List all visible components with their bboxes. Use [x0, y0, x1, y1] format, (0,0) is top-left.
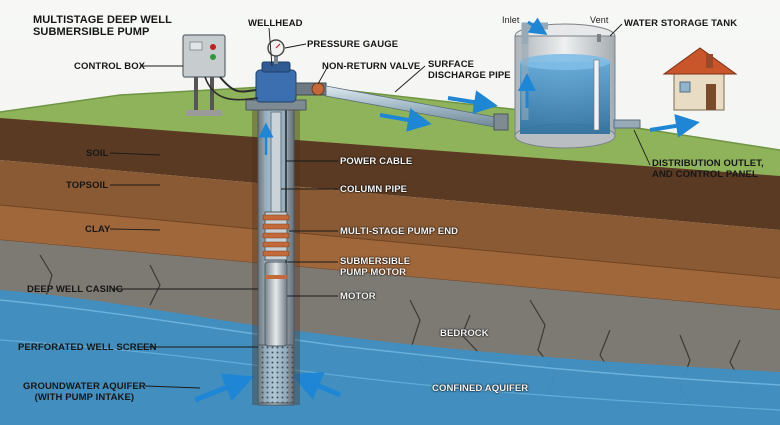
label-power-cable: POWER CABLE	[340, 156, 413, 167]
aquifer-flow-arrows	[194, 372, 341, 403]
column-pipe	[270, 111, 282, 213]
aquifer-water	[0, 290, 780, 425]
topsoil-layer	[0, 160, 780, 278]
label-pressure-gauge: PRESSURE GAUGE	[307, 39, 399, 50]
label-bedrock: BEDROCK	[440, 328, 489, 339]
control-box	[182, 34, 226, 78]
label-confined-aquifer: CONFINED AQUIFER	[432, 383, 529, 394]
label-groundwater-aquifer: GROUNDWATER AQUIFER (WITH PUMP INTAKE)	[23, 381, 146, 403]
label-inlet: Inlet	[502, 15, 520, 25]
diagram-title: MULTISTAGE DEEP WELL SUBMERSIBLE PUMP	[33, 14, 172, 38]
title-line-1: MULTISTAGE DEEP WELL	[33, 14, 172, 26]
submersible-pump-motor	[264, 261, 288, 347]
label-surface-discharge-pipe: SURFACE DISCHARGE PIPE	[428, 59, 511, 81]
label-non-return-valve: NON-RETURN VALVE	[322, 61, 421, 72]
label-vent: Vent	[590, 15, 609, 25]
label-control-box: CONTROL BOX	[74, 61, 146, 72]
leader-lines	[109, 23, 651, 389]
title-line-2: SUBMERSIBLE PUMP	[33, 26, 150, 38]
label-multi-stage-pump-end: MULTI-STAGE PUMP END	[340, 226, 459, 237]
label-distribution-outlet: DISTRIBUTION OUTLET, AND CONTROL PANEL	[652, 158, 764, 180]
clay-layer	[0, 205, 780, 310]
label-perforated-well-screen: PERFORATED WELL SCREEN	[18, 342, 157, 353]
label-motor: MOTOR	[340, 291, 376, 302]
discharge-flow-arrows	[379, 90, 700, 138]
label-deep-well-casing: DEEP WELL CASING	[27, 284, 124, 295]
label-column-pipe: COLUMN PIPE	[340, 184, 408, 195]
label-wellhead: WELLHEAD	[248, 18, 303, 29]
soil-layer	[0, 118, 780, 230]
label-water-storage-tank: WATER STORAGE TANK	[624, 18, 738, 29]
label-clay: CLAY	[85, 224, 111, 235]
perforated-well-screen	[258, 345, 294, 403]
label-topsoil: TOPSOIL	[66, 180, 109, 191]
label-soil: SOIL	[86, 148, 109, 159]
wellhead	[255, 69, 297, 103]
house	[662, 47, 738, 111]
label-submersible-pump-motor: SUBMERSIBLE PUMP MOTOR	[340, 256, 411, 278]
